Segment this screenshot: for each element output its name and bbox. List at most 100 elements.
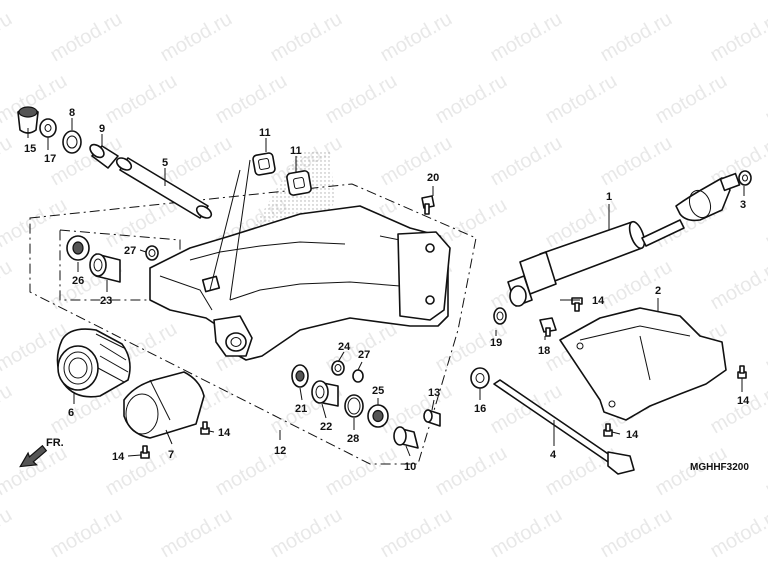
watermark-text: motod.ru [0, 256, 16, 315]
callout-8: 8 [69, 107, 75, 119]
boot-part-6 [56, 328, 131, 398]
watermark-text: motod.ru [762, 0, 768, 4]
driveshaft-part-1 [507, 172, 741, 307]
watermark-text: motod.ru [0, 8, 16, 67]
bearing-part-21 [291, 364, 309, 388]
watermark-text: motod.ru [377, 504, 456, 563]
front-direction-label: FR. [46, 437, 64, 449]
watermark-text: motod.ru [487, 132, 566, 191]
pivot-bolt-part-4 [493, 379, 635, 475]
rubber-part-11b [286, 170, 312, 196]
watermark-text: motod.ru [597, 8, 676, 67]
watermark-text: motod.ru [157, 504, 236, 563]
watermark-text: motod.ru [0, 132, 16, 191]
watermark-text: motod.ru [322, 0, 401, 4]
diagram-code: MGHHF3200 [690, 462, 749, 473]
watermark-text: motod.ru [0, 442, 71, 501]
watermark-text: motod.ru [377, 132, 456, 191]
watermark-text: motod.ru [542, 70, 621, 129]
bolt-part-14c [571, 297, 583, 312]
callout-28: 28 [347, 433, 359, 445]
pipe-part-5 [115, 157, 213, 219]
callout-12: 12 [274, 445, 286, 457]
callout-1: 1 [606, 191, 612, 203]
callout-14-b: 14 [112, 451, 125, 463]
bearing-part-23 [89, 253, 121, 283]
callout-5: 5 [162, 157, 168, 169]
callout-15: 15 [24, 143, 36, 155]
washer-part-17 [39, 118, 57, 138]
watermark-text: motod.ru [597, 132, 676, 191]
callout-13: 13 [428, 387, 440, 399]
washer-part-16 [470, 367, 490, 389]
cap-part-15 [17, 106, 39, 134]
watermark-text: motod.ru [322, 70, 401, 129]
cap-part-10 [393, 426, 419, 449]
callout-27-b: 27 [358, 349, 370, 361]
watermark-text: motod.ru [487, 504, 566, 563]
bearing-part-22 [311, 380, 339, 407]
bolt-part-14b [140, 445, 150, 459]
callout-4: 4 [550, 449, 557, 461]
callout-7: 7 [168, 449, 174, 461]
callout-18: 18 [538, 345, 550, 357]
watermark-text: motod.ru [377, 8, 456, 67]
callout-20: 20 [427, 172, 439, 184]
cover-part-7 [123, 371, 205, 439]
watermark-text: motod.ru [707, 504, 768, 563]
watermark-text: motod.ru [0, 504, 16, 563]
callout-10: 10 [404, 461, 416, 473]
swingarm-part-12 [149, 205, 451, 361]
watermark-text: motod.ru [0, 0, 71, 4]
watermark-text: motod.ru [322, 442, 401, 501]
watermark-text: motod.ru [652, 0, 731, 4]
callout-14-e: 14 [626, 429, 639, 441]
seal-part-8 [62, 130, 82, 154]
watermark-text: motod.ru [487, 8, 566, 67]
callout-17: 17 [44, 153, 56, 165]
watermark-text: motod.ru [102, 0, 181, 4]
bolt-part-14d [737, 365, 747, 379]
watermark-text: motod.ru [432, 0, 511, 4]
watermark-text: motod.ru [762, 194, 768, 253]
callout-14-c: 14 [592, 295, 605, 307]
ring-part-27a [145, 245, 159, 261]
callout-23: 23 [100, 295, 112, 307]
watermark-text: motod.ru [762, 442, 768, 501]
callout-22: 22 [320, 421, 332, 433]
watermark-text: motod.ru [212, 0, 291, 4]
watermark-text: motod.ru [47, 8, 126, 67]
callout-26: 26 [72, 275, 84, 287]
seal-part-25 [367, 404, 389, 428]
callout-14-a: 14 [218, 427, 231, 439]
callout-11-a: 11 [259, 127, 271, 139]
bolt-part-18 [539, 317, 557, 337]
watermark-text: motod.ru [652, 70, 731, 129]
watermark-text: motod.ru [542, 0, 621, 4]
watermark-text: motod.ru [707, 8, 768, 67]
collar-part-24 [331, 360, 345, 376]
watermark-text: motod.ru [432, 442, 511, 501]
callout-3: 3 [740, 199, 746, 211]
watermark-text: motod.ru [267, 8, 346, 67]
collar-part-9 [89, 143, 119, 169]
callout-24: 24 [338, 341, 351, 353]
bolt-part-14e [603, 423, 613, 437]
callout-21: 21 [295, 403, 307, 415]
watermark-text: motod.ru [0, 194, 71, 253]
callout-9: 9 [99, 123, 105, 135]
callout-2: 2 [655, 285, 661, 297]
bolt-part-14a [200, 421, 210, 435]
watermark-text: motod.ru [762, 318, 768, 377]
callout-6: 6 [68, 407, 74, 419]
watermark-text: motod.ru [102, 70, 181, 129]
callout-11-b: 11 [290, 145, 302, 157]
bolt-part-20 [421, 195, 435, 215]
leader-lines [27, 118, 745, 457]
callout-19: 19 [490, 337, 502, 349]
snap-ring-part-28 [344, 394, 364, 418]
guard-part-2 [559, 307, 727, 421]
ring-part-27b [352, 369, 364, 383]
watermark-text: motod.ru [707, 256, 768, 315]
